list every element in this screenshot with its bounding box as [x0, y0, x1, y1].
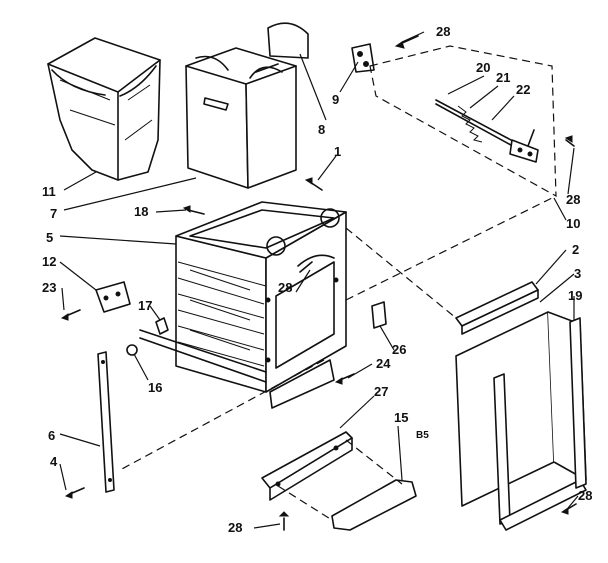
part-bag: [47, 37, 161, 181]
part-front-panel: [455, 311, 587, 531]
drawing-code: B5: [416, 430, 429, 441]
callout-11: 11: [42, 184, 56, 199]
part-bag-caddy: [185, 47, 297, 189]
callout-28: 28: [566, 192, 580, 207]
part-screws: [126, 177, 323, 356]
callout-labels: 28 9 8 20 21 22 1 11 7 18 5 28 10 2 3 19…: [42, 24, 592, 535]
part-flap: [267, 22, 309, 59]
callout-18: 18: [134, 204, 148, 219]
callout-6: 6: [48, 428, 55, 443]
callout-21: 21: [496, 70, 510, 85]
callout-16: 16: [148, 380, 162, 395]
part-latch-rod: [435, 99, 575, 163]
callout-28: 28: [436, 24, 450, 39]
callout-4: 4: [50, 454, 58, 469]
callout-23: 23: [42, 280, 56, 295]
callout-28: 28: [228, 520, 242, 535]
callout-26: 26: [392, 342, 406, 357]
callout-20: 20: [476, 60, 490, 75]
callout-12: 12: [42, 254, 56, 269]
callout-9: 9: [332, 92, 339, 107]
part-bracket-12: [60, 281, 131, 321]
callout-27: 27: [374, 384, 388, 399]
callout-10: 10: [566, 216, 580, 231]
callout-17: 17: [138, 298, 152, 313]
part-clip-26: [334, 301, 387, 385]
part-toe-plate: [261, 431, 417, 531]
callout-15: 15: [394, 410, 408, 425]
leader-lines: [59, 31, 579, 529]
callout-2: 2: [572, 242, 579, 257]
assembly-dashed-lines: [119, 195, 557, 471]
part-latch-bracket: [351, 35, 557, 198]
callout-19: 19: [568, 288, 582, 303]
callout-5: 5: [46, 230, 53, 245]
part-side-rail: [64, 351, 115, 499]
callout-8: 8: [318, 122, 325, 137]
part-top-trim: [455, 281, 539, 335]
callout-1: 1: [334, 144, 341, 159]
callout-22: 22: [516, 82, 530, 97]
part-cabinet-frame: [139, 201, 347, 409]
callout-28: 28: [278, 280, 292, 295]
callout-28: 28: [578, 488, 592, 503]
callout-24: 24: [376, 356, 391, 371]
callout-3: 3: [574, 266, 581, 281]
callout-7: 7: [50, 206, 57, 221]
